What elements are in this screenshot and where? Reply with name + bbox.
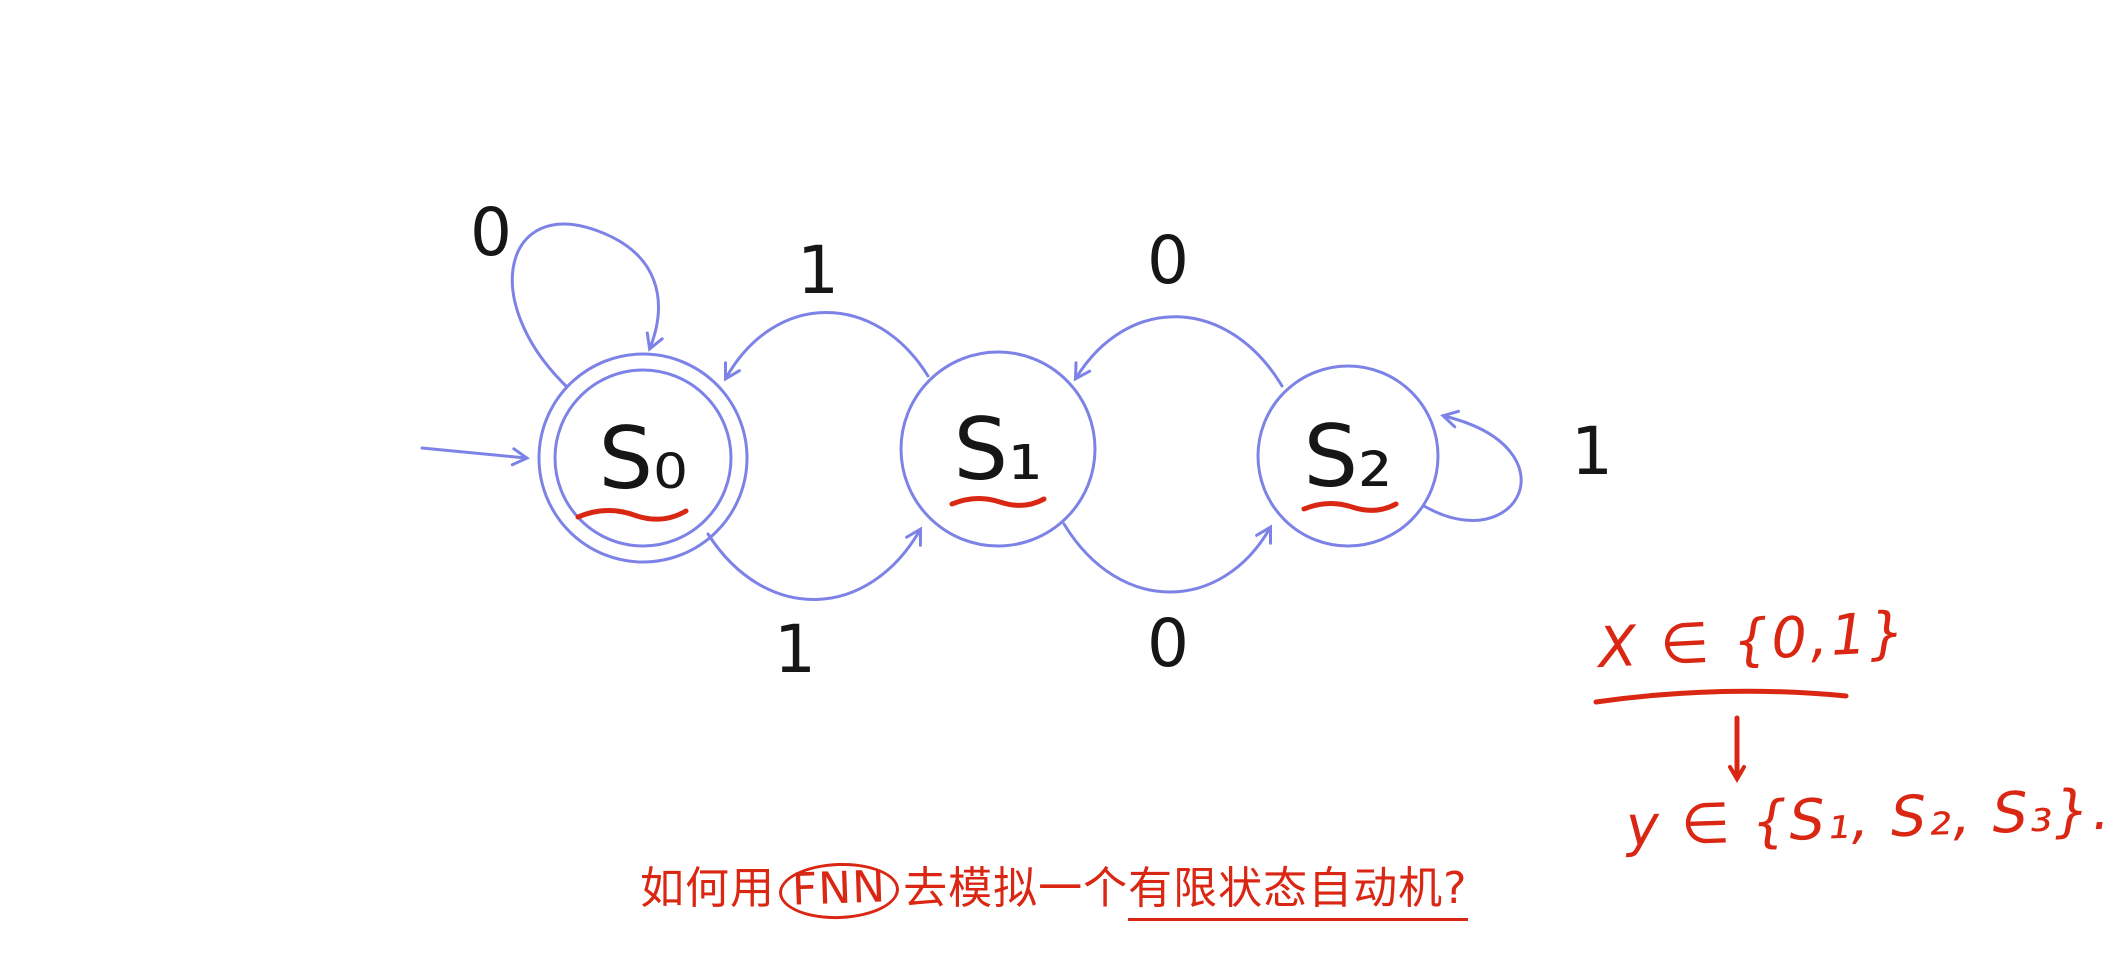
state-s2-circle — [1256, 364, 1440, 548]
edge-s1-to-s2 — [1062, 522, 1272, 594]
question-prefix: 如何用 — [640, 863, 775, 914]
edge-s0-to-s1 — [706, 526, 923, 601]
s2-label-underline — [1301, 501, 1399, 513]
state-s0-label: S₀ — [598, 409, 687, 509]
s0-self-loop — [510, 222, 664, 388]
edge-label-s2-to-s1: 0 — [1147, 222, 1189, 299]
edge-label-s0-to-s1: 1 — [774, 611, 816, 688]
input-domain-underline — [1593, 688, 1849, 705]
state-s1-circle — [899, 350, 1097, 548]
state-s2-label: S₂ — [1303, 407, 1392, 507]
state-s0-outer-circle — [537, 352, 749, 564]
edge-label-s2-self: 1 — [1571, 413, 1613, 490]
s2-self-loop — [1422, 409, 1523, 522]
s0-label-underline — [575, 508, 689, 522]
fnn-circled-label: FNN — [778, 860, 901, 922]
state-s0-inner-circle — [553, 368, 733, 548]
question-middle: 去模拟一个 — [903, 863, 1129, 914]
state-s1-label: S₁ — [953, 400, 1042, 500]
edge-label-s0-self: 0 — [470, 194, 512, 271]
s1-label-underline — [949, 496, 1047, 508]
edge-s2-to-s1 — [1073, 315, 1284, 388]
edge-label-s1-to-s2: 0 — [1147, 605, 1189, 682]
question-underlined: 有限状态自动机? — [1128, 863, 1468, 921]
start-arrow — [420, 446, 531, 467]
edge-s1-to-s0 — [723, 311, 930, 382]
edge-label-s1-to-s0: 1 — [797, 232, 839, 309]
